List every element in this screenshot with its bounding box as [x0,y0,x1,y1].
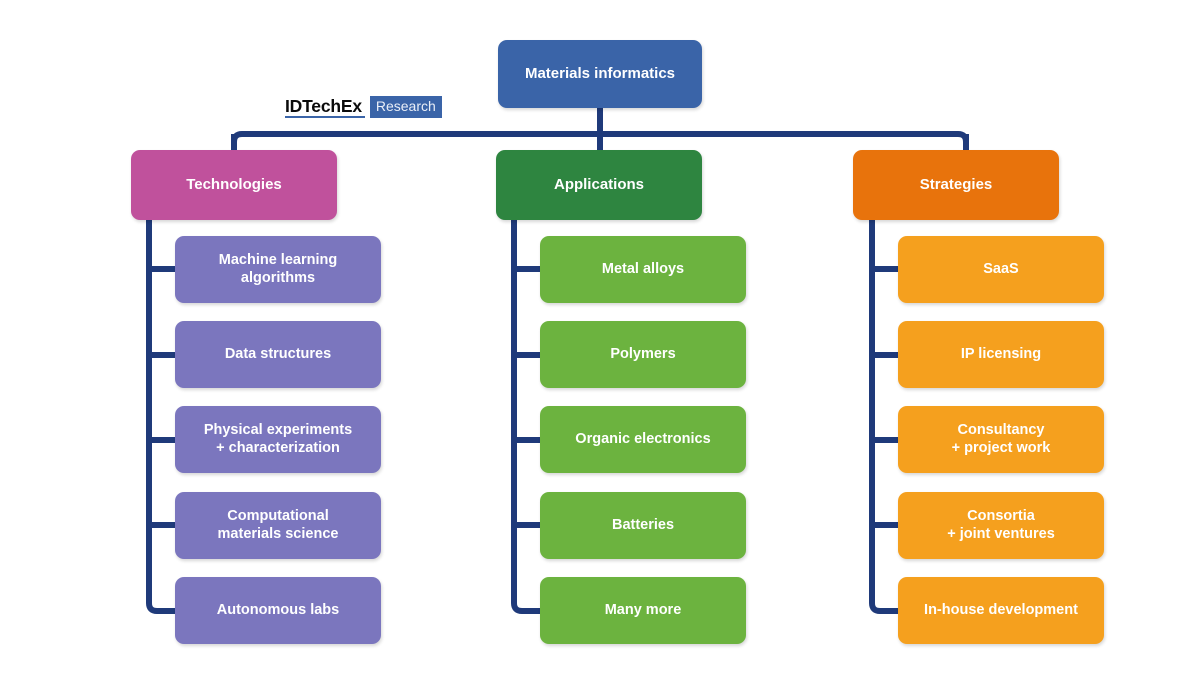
node-category-strategies[interactable]: Strategies [853,150,1059,220]
connector-spine-technologies [146,219,175,614]
node-strategies-consultancy-project-work[interactable]: Consultancy + project work [898,406,1104,473]
node-applications-polymers[interactable]: Polymers [540,321,746,388]
node-root-materials-informatics[interactable]: Materials informatics [498,40,702,108]
idtechex-research-logo: IDTechEx Research [285,96,442,118]
connector-spine-strategies [869,219,898,614]
node-strategies-in-house-development[interactable]: In-house development [898,577,1104,644]
node-technologies-machine-learning-algorithms[interactable]: Machine learning algorithms [175,236,381,303]
logo-research-badge: Research [369,96,442,118]
node-applications-batteries[interactable]: Batteries [540,492,746,559]
node-applications-organic-electronics[interactable]: Organic electronics [540,406,746,473]
node-strategies-saas[interactable]: SaaS [898,236,1104,303]
connector-spine-applications [511,219,540,614]
node-category-technologies[interactable]: Technologies [131,150,337,220]
node-technologies-autonomous-labs[interactable]: Autonomous labs [175,577,381,644]
node-strategies-ip-licensing[interactable]: IP licensing [898,321,1104,388]
node-technologies-data-structures[interactable]: Data structures [175,321,381,388]
node-technologies-physical-experiments[interactable]: Physical experiments + characterization [175,406,381,473]
node-strategies-consortia-joint-ventures[interactable]: Consortia + joint ventures [898,492,1104,559]
node-applications-many-more[interactable]: Many more [540,577,746,644]
node-applications-metal-alloys[interactable]: Metal alloys [540,236,746,303]
node-category-applications[interactable]: Applications [496,150,702,220]
logo-brand-text: IDTechEx [285,96,365,118]
node-technologies-computational-materials-science[interactable]: Computational materials science [175,492,381,559]
